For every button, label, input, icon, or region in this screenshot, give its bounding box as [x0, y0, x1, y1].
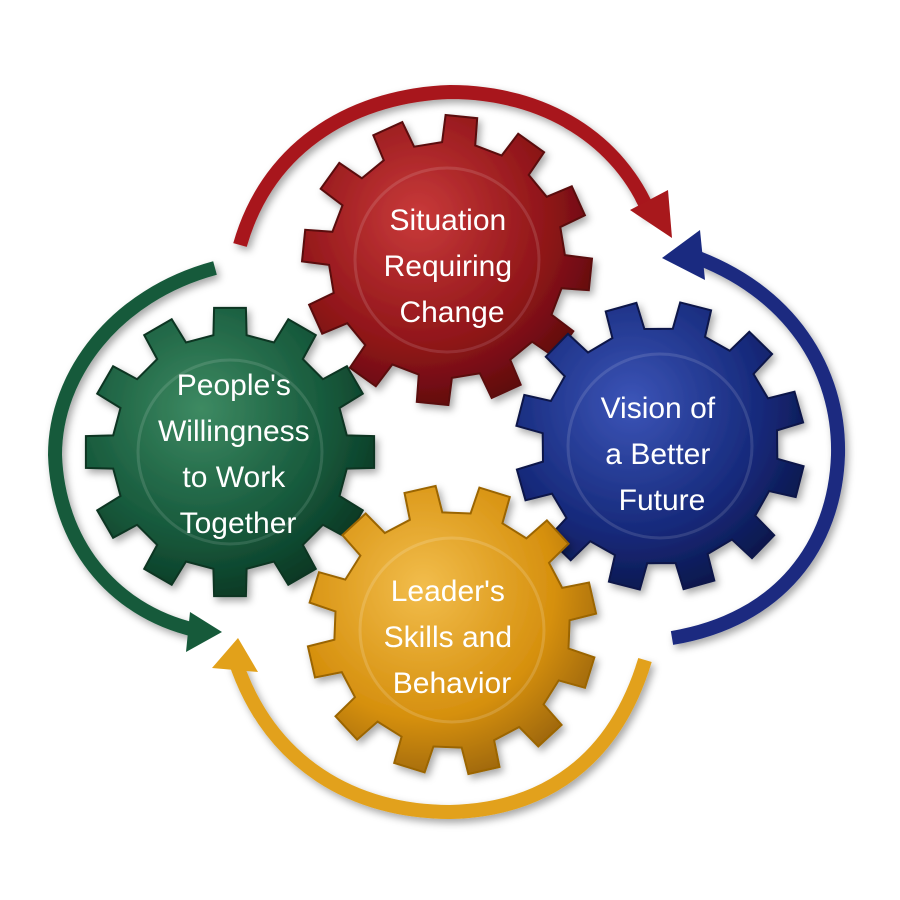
- gear-people-label: People's Willingness to Work Together: [158, 369, 318, 540]
- arrow-right: [662, 230, 846, 645]
- gear-situation-label: Situation Requiring Change: [384, 204, 521, 329]
- arrow-top: [233, 84, 672, 247]
- gear-leader-label: Leader's Skills and Behavior: [384, 575, 521, 700]
- arrow-bottom: [212, 638, 652, 820]
- gear-situation: [300, 113, 594, 407]
- gear-leader: [306, 484, 598, 776]
- gear-vision: [515, 301, 805, 591]
- gear-vision-label: Vision of a Better Future: [601, 392, 724, 517]
- gear-people: [84, 306, 376, 598]
- arrow-left: [47, 261, 222, 652]
